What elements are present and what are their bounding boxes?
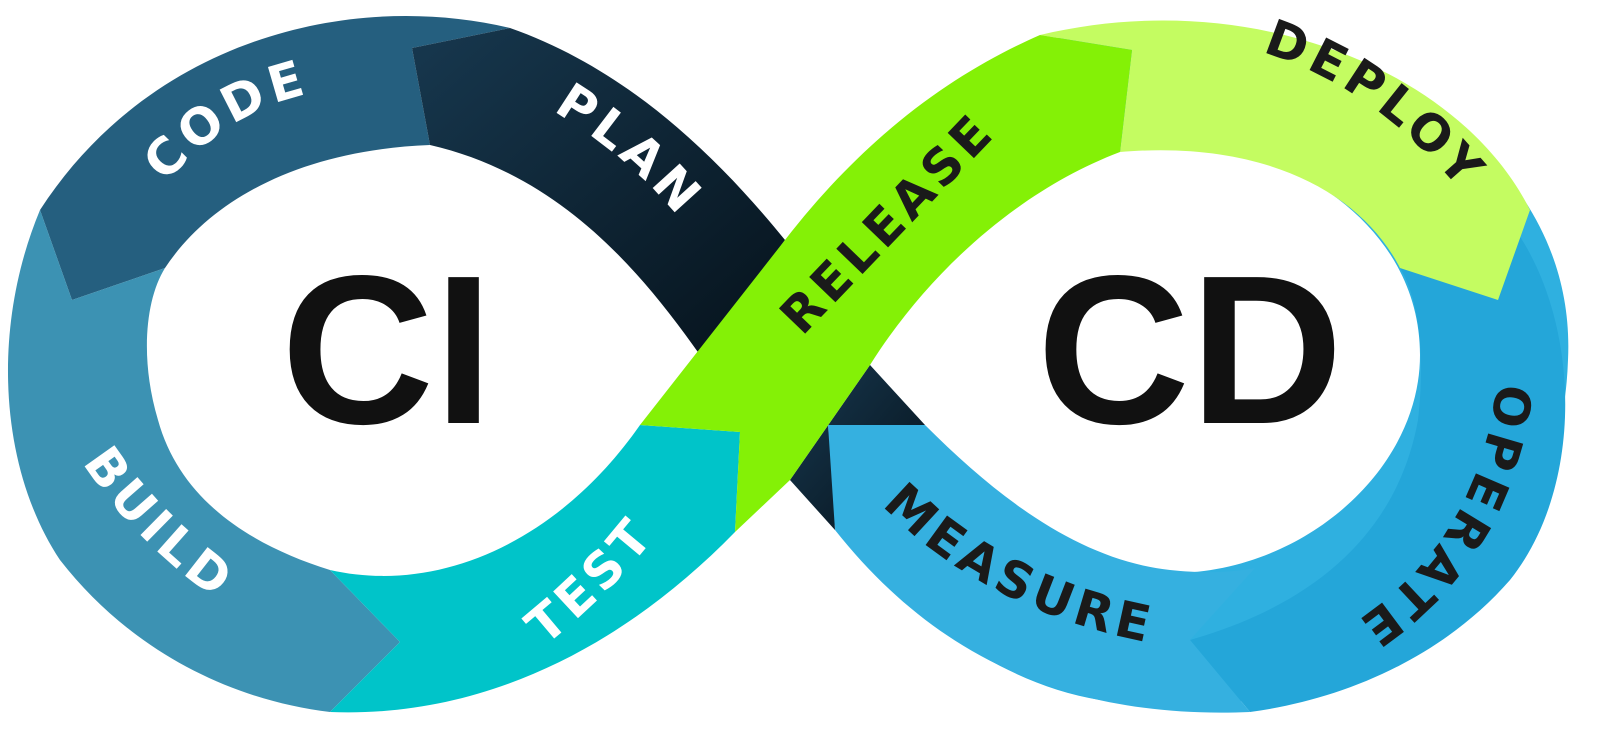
segment-deploy <box>1040 20 1530 300</box>
segment-measure <box>828 425 1255 713</box>
ci-label: CI <box>281 231 493 468</box>
segment-operate <box>1190 210 1566 712</box>
segment-build <box>7 210 401 712</box>
crossing-shadow-lower <box>790 365 925 530</box>
segment-release <box>640 35 1132 532</box>
segment-code <box>40 15 510 301</box>
segment-plan <box>412 28 785 355</box>
segment-test <box>330 425 740 713</box>
cd-label: CD <box>1037 231 1343 468</box>
